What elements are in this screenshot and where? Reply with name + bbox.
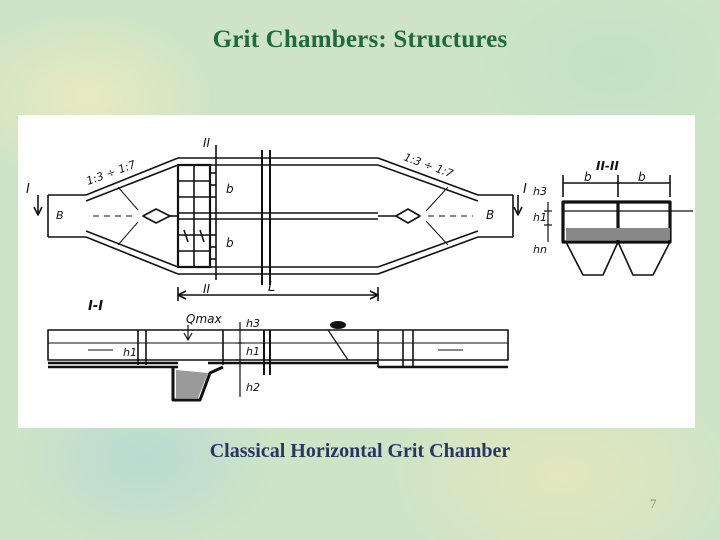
cross-section-width-left: b (584, 170, 592, 184)
cross-section-depth-middle: h1 (533, 211, 547, 224)
grit-layer-fill (566, 228, 670, 240)
outlet-width-label: B (486, 208, 494, 222)
cross-section-title: II-II (596, 159, 619, 173)
longitudinal-section-title: I-I (88, 299, 103, 314)
cross-section-view (544, 175, 693, 276)
cross-section-depth-top: h3 (533, 185, 547, 198)
section-mark-bottom: II (203, 282, 211, 296)
compartment-width-top: b (226, 182, 234, 196)
section-mark-left: I (26, 182, 30, 197)
flow-label: Qmax (186, 312, 222, 326)
compartment-width-bottom: b (226, 236, 234, 250)
plan-view (33, 145, 523, 301)
cross-section-depth-bottom: hn (533, 243, 547, 256)
long-depth-left: h1 (123, 346, 137, 359)
technical-drawing-svg: I I II II 1:3 ÷ 1:7 1:3 ÷ 1:7 B B b b L … (26, 136, 693, 402)
section-mark-right: I (523, 182, 527, 197)
longitudinal-section-view (47, 322, 509, 402)
grit-chamber-drawing: I I II II 1:3 ÷ 1:7 1:3 ÷ 1:7 B B b b L … (18, 115, 695, 428)
cross-section-width-right: b (638, 170, 646, 184)
slide-title: Grit Chambers: Structures (212, 26, 508, 53)
long-depth-top: h3 (246, 317, 260, 330)
figure-caption: Classical Horizontal Grit Chamber (209, 440, 511, 462)
page-number: 7 (650, 496, 657, 511)
long-depth-middle: h1 (246, 345, 260, 358)
scraper-mechanism (330, 321, 346, 329)
grit-hopper-fill (176, 370, 208, 398)
length-label: L (268, 280, 275, 295)
section-mark-top: II (203, 136, 211, 150)
inlet-width-label: B (56, 209, 64, 222)
long-depth-bottom: h2 (246, 381, 260, 394)
